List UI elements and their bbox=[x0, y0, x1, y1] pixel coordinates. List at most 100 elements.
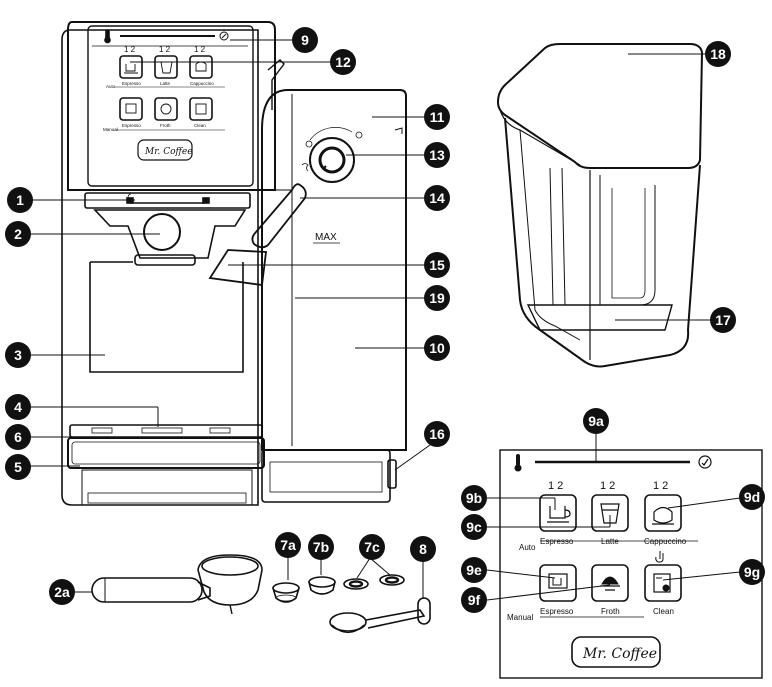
manual-label: Manual bbox=[507, 613, 533, 622]
froth-button[interactable] bbox=[591, 564, 629, 602]
machine-body bbox=[61, 29, 259, 506]
drip-tray-grate bbox=[69, 424, 263, 438]
froth-dial[interactable] bbox=[309, 137, 355, 183]
mini-froth-label: Froth bbox=[160, 123, 171, 128]
control-head bbox=[67, 21, 276, 191]
check-icon bbox=[219, 31, 229, 41]
filter-baskets bbox=[272, 574, 405, 603]
manual-espresso-button[interactable] bbox=[539, 564, 577, 602]
cappuccino-cup-icon bbox=[652, 506, 674, 525]
mini-latte-glass-icon bbox=[160, 61, 173, 74]
reservoir-body bbox=[504, 117, 701, 368]
svg-text:7b: 7b bbox=[313, 539, 329, 555]
callout-7c: 7c bbox=[359, 534, 385, 560]
leader-lines bbox=[28, 39, 741, 601]
reservoir-latch[interactable] bbox=[387, 459, 397, 489]
mini-cup-count-2: 1 2 bbox=[159, 45, 171, 54]
reservoir bbox=[261, 89, 407, 451]
auto-latte-button[interactable] bbox=[591, 494, 629, 532]
panel-detail-brand: Mr. Coffee bbox=[582, 646, 657, 662]
control-panel bbox=[87, 25, 254, 187]
cup-count-cappuccino: 1 2 bbox=[653, 480, 668, 492]
callout-9f: 9f bbox=[461, 587, 487, 613]
mini-auto-latte-button[interactable] bbox=[154, 55, 178, 79]
mini-clean-icon bbox=[195, 103, 207, 115]
mini-manual-espresso-button[interactable] bbox=[119, 97, 143, 121]
milk-reservoir-detached bbox=[496, 43, 704, 368]
svg-text:5: 5 bbox=[14, 459, 22, 475]
brew-head-knob bbox=[143, 213, 181, 251]
machine-base bbox=[81, 469, 253, 506]
svg-text:9e: 9e bbox=[466, 562, 482, 578]
callout-9a: 9a bbox=[583, 408, 609, 434]
callout-9d: 9d bbox=[739, 484, 765, 510]
mini-manual-label: Manual bbox=[103, 127, 118, 132]
mini-cup-count-1: 1 2 bbox=[124, 45, 136, 54]
mini-auto-cappuccino-button[interactable] bbox=[189, 55, 213, 79]
mini-cappuccino-cup-icon bbox=[195, 61, 207, 72]
callout-18: 18 bbox=[705, 41, 731, 67]
filter-7c-right bbox=[379, 574, 405, 586]
scoop-cup bbox=[329, 612, 367, 632]
froth-label: Froth bbox=[601, 607, 620, 616]
manual-espresso-icon bbox=[548, 573, 568, 589]
callout-9b: 9b bbox=[461, 485, 487, 511]
svg-text:9f: 9f bbox=[468, 592, 481, 608]
callout-8: 8 bbox=[410, 536, 436, 562]
svg-text:17: 17 bbox=[715, 312, 731, 328]
auto-cappuccino-button[interactable] bbox=[644, 494, 682, 532]
steam-wand bbox=[251, 183, 307, 249]
mini-auto-espresso-button[interactable] bbox=[119, 55, 143, 79]
svg-text:8: 8 bbox=[419, 541, 427, 557]
max-fill-label: MAX bbox=[315, 232, 337, 243]
latte-glass-icon bbox=[600, 503, 620, 524]
svg-text:18: 18 bbox=[710, 46, 726, 62]
clean-label: Clean bbox=[653, 607, 674, 616]
callout-5: 5 bbox=[5, 454, 31, 480]
svg-text:1: 1 bbox=[16, 192, 24, 208]
callout-9c: 9c bbox=[461, 514, 487, 540]
clean-button[interactable] bbox=[644, 564, 682, 602]
reservoir-base bbox=[261, 449, 391, 503]
callout-7a: 7a bbox=[275, 532, 301, 558]
svg-text:15: 15 bbox=[429, 257, 445, 273]
mini-clean-label: Clean bbox=[194, 123, 206, 128]
cup-count-espresso: 1 2 bbox=[548, 480, 563, 492]
filter-7c-left bbox=[343, 578, 369, 590]
callout-19: 19 bbox=[424, 285, 450, 311]
mini-manual-espresso-icon bbox=[125, 103, 137, 114]
svg-text:10: 10 bbox=[429, 340, 445, 356]
svg-text:13: 13 bbox=[429, 147, 445, 163]
thermometer-icon bbox=[514, 454, 522, 472]
latte-label: Latte bbox=[601, 537, 619, 546]
mini-cappuccino-label: Cappuccino bbox=[190, 81, 214, 86]
callout-4: 4 bbox=[5, 394, 31, 420]
machine-brand-badge bbox=[137, 139, 193, 161]
mini-latte-label: Latte bbox=[160, 81, 171, 86]
mini-panel-text: 1 2 1 2 1 2 Auto Espresso Latte Cappucci… bbox=[103, 45, 214, 157]
svg-text:9g: 9g bbox=[744, 564, 760, 580]
svg-text:14: 14 bbox=[429, 190, 445, 206]
mini-espresso-label: Espresso bbox=[122, 81, 141, 86]
espresso-label: Espresso bbox=[540, 537, 574, 546]
auto-espresso-button[interactable] bbox=[539, 494, 577, 532]
filter-7a bbox=[272, 582, 300, 603]
froth-icon bbox=[600, 576, 620, 591]
mini-manual-espresso-label: Espresso bbox=[122, 123, 141, 128]
callout-2a: 2a bbox=[49, 579, 75, 605]
reservoir-lid bbox=[496, 43, 704, 169]
svg-text:3: 3 bbox=[14, 347, 22, 363]
mini-clean-button[interactable] bbox=[189, 97, 213, 121]
mini-froth-button[interactable] bbox=[154, 97, 178, 121]
svg-text:19: 19 bbox=[429, 290, 445, 306]
svg-text:16: 16 bbox=[429, 426, 445, 442]
tamper-end bbox=[417, 597, 431, 625]
portafilter bbox=[91, 554, 263, 615]
portafilter-handle bbox=[91, 577, 203, 603]
svg-text:2a: 2a bbox=[54, 584, 70, 600]
dial-cup-icon bbox=[355, 131, 363, 139]
svg-text:4: 4 bbox=[14, 399, 22, 415]
callout-9e: 9e bbox=[461, 557, 487, 583]
callout-9g: 9g bbox=[739, 559, 765, 585]
